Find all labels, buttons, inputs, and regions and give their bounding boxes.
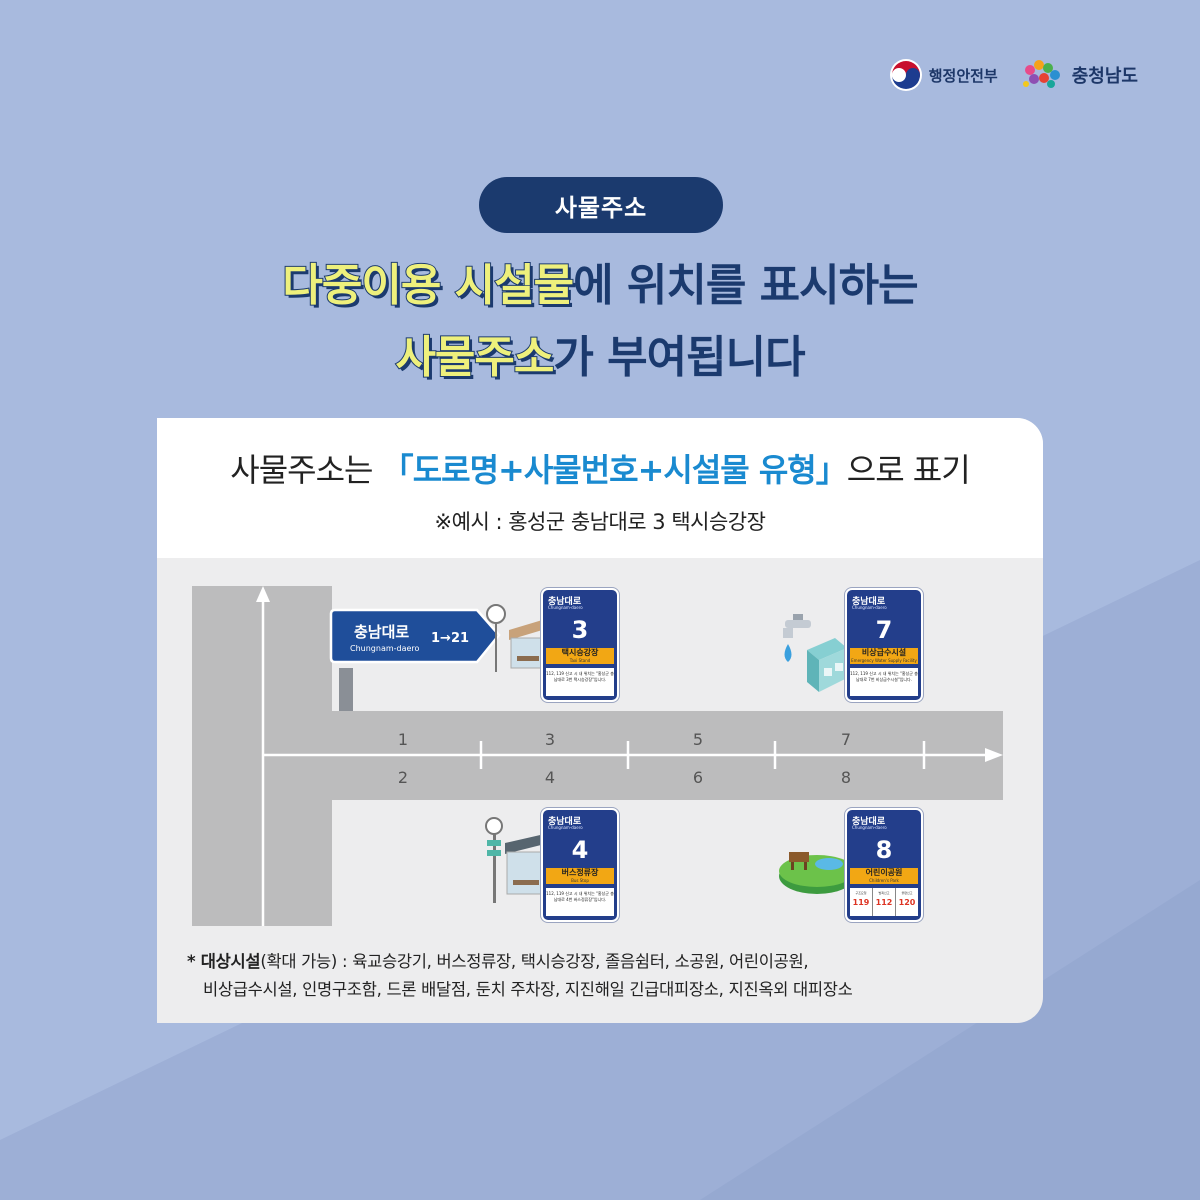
formula-suffix: 으로 표기 <box>846 451 971 489</box>
vertical-arrow-head <box>256 586 270 602</box>
province-logo: 충청남도 <box>1020 58 1138 92</box>
footnote-title: 대상시설 <box>200 952 261 971</box>
headline-highlight-2: 사물주소 <box>394 331 555 384</box>
plate-type-band: 어린이공원 Children's Park <box>850 868 918 884</box>
formula-open-bracket: 「 <box>381 451 414 489</box>
plate-type-band: 비상급수시설 Emergency Water Supply Facility <box>850 648 918 664</box>
emergency-value: 120 <box>898 898 916 907</box>
headline-rest-1: 에 위치를 표시하는 <box>573 260 918 311</box>
road-sign-name-en: Chungnam-daero <box>350 644 420 653</box>
road-number-top: 3 <box>544 730 556 749</box>
section-pill: 사물주소 <box>479 177 723 233</box>
formula-close-bracket: 」 <box>815 451 848 489</box>
address-plate-taxi: 충남대로 Chungnam-daero 3 택시승강장 Taxi Stand 1… <box>541 588 619 702</box>
plate-road-en: Chungnam-daero <box>852 825 887 830</box>
plate-type: 버스정류장 <box>561 868 599 877</box>
plate-type: 택시승강장 <box>561 648 599 657</box>
emergency-label: 범죄신고 <box>878 891 890 895</box>
formula-prefix: 사물주소는 <box>230 451 373 489</box>
bus-stop-illustration <box>485 817 549 903</box>
headline-line1: 다중이용 시설물에 위치를 표시하는 <box>0 250 1200 322</box>
plate-number: 8 <box>875 836 893 864</box>
emergency-value: 112 <box>875 898 893 907</box>
road-diagram <box>192 586 1003 926</box>
address-example: ※예시 : 홍성군 충남대로 3 택시승강장 <box>434 510 766 534</box>
headline: 다중이용 시설물에 위치를 표시하는 사물주소가 부여됩니다 <box>0 250 1200 394</box>
plate-road-en: Chungnam-daero <box>548 605 583 610</box>
plate-emergency-numbers: 구조요청 119 범죄신고 112 불편신고 120 <box>850 888 918 916</box>
taxi-stand-illustration <box>486 604 549 672</box>
plate-number: 3 <box>571 616 589 644</box>
plate-type-en: Bus Stop <box>571 878 589 883</box>
address-plate-water: 충남대로 Chungnam-daero 7 비상급수시설 Emergency W… <box>845 588 923 702</box>
plate-note: 112, 119 신고 시 내 위치는 "홍성군 충남대로 7번 비상급수시설"… <box>850 668 918 696</box>
road-sign-board <box>329 608 501 664</box>
info-card: 사물주소는 「도로명+사물번호+시설물 유형」으로 표기 ※예시 : 홍성군 충… <box>157 418 1043 1023</box>
road-sign-name: 충남대로 <box>354 623 410 641</box>
target-facilities-note: * 대상시설(확대 가능) : 육교승강기, 버스정류장, 택시승강장, 졸음쉼… <box>187 948 853 1004</box>
sign-pole <box>339 668 353 711</box>
road-number-top: 7 <box>840 730 852 749</box>
header-logos: 행정안전부 충청남도 <box>889 58 1138 92</box>
plate-road-en: Chungnam-daero <box>548 825 583 830</box>
plate-note: 112, 119 신고 시 내 위치는 "홍성군 충남대로 4번 버스정류장"입… <box>546 888 614 916</box>
plate-road: 충남대로 <box>852 597 886 607</box>
plate-road: 충남대로 <box>548 817 582 827</box>
water-supply-illustration <box>783 614 847 692</box>
emergency-cell: 구조요청 119 <box>850 888 873 916</box>
address-plate-park: 충남대로 Chungnam-daero 8 어린이공원 Children's P… <box>845 808 923 922</box>
address-formula: 사물주소는 「도로명+사물번호+시설물 유형」으로 표기 <box>157 445 1043 491</box>
plate-type-en: Emergency Water Supply Facility <box>851 658 917 663</box>
plate-type-band: 택시승강장 Taxi Stand <box>546 648 614 664</box>
road-number-top: 5 <box>692 730 704 749</box>
plate-type: 비상급수시설 <box>861 648 907 657</box>
plate-type-band: 버스정류장 Bus Stop <box>546 868 614 884</box>
plate-number: 7 <box>875 616 893 644</box>
taegeuk-icon <box>889 59 922 91</box>
road-number-bottom: 2 <box>397 768 409 787</box>
emergency-cell: 범죄신고 112 <box>873 888 896 916</box>
address-plate-bus: 충남대로 Chungnam-daero 4 버스정류장 Bus Stop 112… <box>541 808 619 922</box>
road-number-bottom: 6 <box>692 768 704 787</box>
province-name: 충청남도 <box>1071 66 1138 87</box>
plate-type: 어린이공원 <box>865 868 903 877</box>
road-number-top: 1 <box>397 730 409 749</box>
plate-type-en: Children's Park <box>869 878 899 883</box>
ministry-logo: 행정안전부 <box>889 58 998 92</box>
emergency-label: 불편신고 <box>901 891 913 895</box>
road-sign-range: 1→21 <box>431 631 470 646</box>
road-number-bottom: 4 <box>544 768 556 787</box>
emergency-value: 119 <box>852 898 870 907</box>
horizontal-arrow-head <box>985 748 1003 762</box>
ministry-name: 행정안전부 <box>928 66 998 85</box>
headline-line2: 사물주소가 부여됩니다 <box>0 322 1200 394</box>
flower-icon <box>1022 60 1060 88</box>
footnote-qualifier: (확대 가능) : <box>260 952 353 971</box>
formula-body: 도로명+사물번호+시설물 유형 <box>412 451 817 489</box>
emergency-label: 구조요청 <box>855 891 867 895</box>
footnote-list-1: 육교승강기, 버스정류장, 택시승강장, 졸음쉼터, 소공원, 어린이공원, <box>352 952 809 971</box>
headline-rest-2: 가 부여됩니다 <box>553 332 805 383</box>
footnote-list-2: 비상급수시설, 인명구조함, 드론 배달점, 둔치 주차장, 지진해일 긴급대피… <box>203 980 853 999</box>
plate-type-en: Taxi Stand <box>569 658 591 663</box>
plate-road-en: Chungnam-daero <box>852 605 887 610</box>
park-illustration <box>779 852 855 894</box>
emergency-cell: 불편신고 120 <box>896 888 918 916</box>
road-number-bottom: 8 <box>840 768 852 787</box>
plate-road: 충남대로 <box>852 817 886 827</box>
headline-highlight-1: 다중이용 시설물 <box>281 259 575 312</box>
footnote-line1: * 대상시설(확대 가능) : 육교승강기, 버스정류장, 택시승강장, 졸음쉼… <box>187 948 853 976</box>
plate-note: 112, 119 신고 시 내 위치는 "홍성군 충남대로 3번 택시승강장"입… <box>546 668 614 696</box>
plate-number: 4 <box>571 836 589 864</box>
card-header: 사물주소는 「도로명+사물번호+시설물 유형」으로 표기 ※예시 : 홍성군 충… <box>157 418 1043 558</box>
footnote-mark: * <box>187 952 201 971</box>
plate-road: 충남대로 <box>548 597 582 607</box>
